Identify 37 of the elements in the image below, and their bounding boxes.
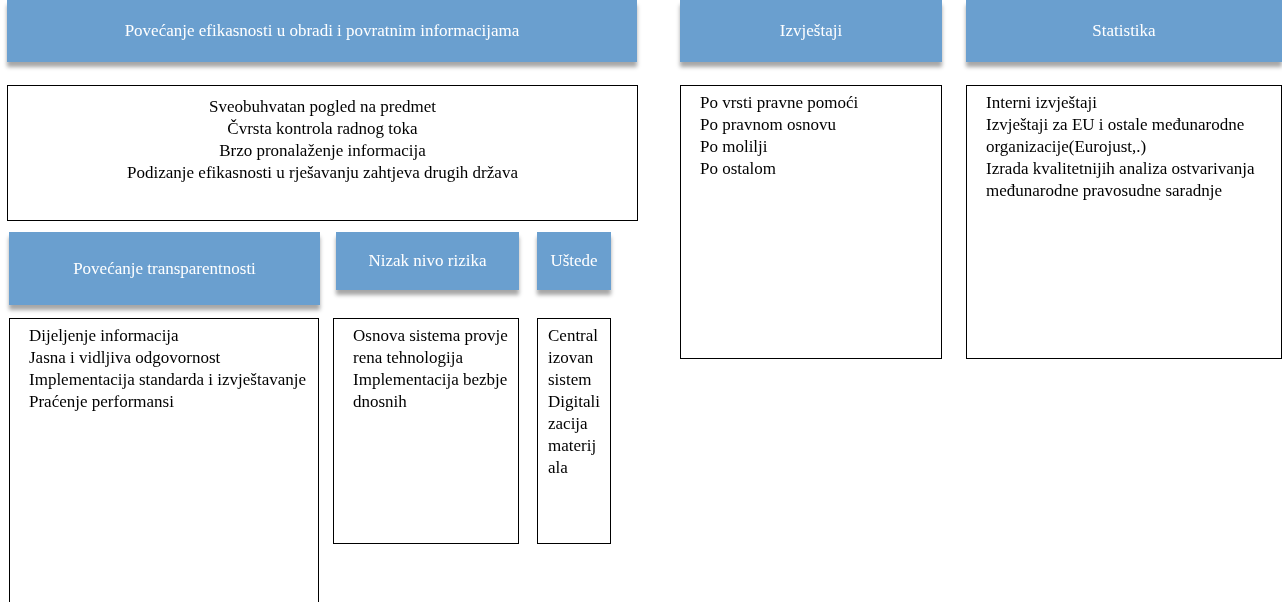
list-item: Osnova sistema provjerena tehnologija [353,325,509,369]
header-title: Nizak nivo rizika [368,250,487,272]
content-box [680,85,942,359]
header-bar [966,0,1282,62]
content-box [537,318,611,544]
list-item: Centralizovan sistem [548,325,600,391]
list-item: Jasna i vidljiva odgovornost [29,347,222,369]
list-item: Brzo pronalaženje informacija [218,140,427,162]
header-title: Povećanje efikasnosti u obradi i povratnim informacijama [124,20,520,42]
list-item: Podizanje efikasnosti u rješavanju zahtjeva drugih država [126,162,519,184]
list-item: Po vrsti pravne pomoći [700,92,860,114]
header-title: Uštede [550,250,598,272]
list-item: Implementacija standarda i izvještavanje [29,369,308,391]
list-item: Izvještaji za EU i ostale međunarodne organizacije(Eurojust,.) [986,114,1246,158]
content-box [9,318,319,602]
list-item: Sveobuhvatan pogled na predmet [207,96,438,118]
list-item: Po molilji [700,136,769,158]
content-box [966,85,1282,359]
list-item: Digitalizacija materijala [548,391,601,479]
list-item: Izrada kvalitetnijih analiza ostvarivanja međunarodne pravosudne saradnje [986,158,1256,202]
header-bar [680,0,942,62]
list-item: Čvrsta kontrola radnog toka [226,118,419,140]
header-bar [7,0,637,62]
header-bar [537,232,611,290]
list-item: Implementacija bezbjednosnih [353,369,509,413]
header-title: Izvještaji [779,20,843,42]
list-item: Interni izvještaji [986,92,1098,114]
header-title: Statistika [1092,20,1156,42]
list-item: Po ostalom [700,158,778,180]
header-bar [9,232,320,305]
list-item: Praćenje performansi [29,391,175,413]
list-item: Dijeljenje informacija [29,325,180,347]
content-box [333,318,519,544]
list-item: Po pravnom osnovu [700,114,837,136]
header-title: Povećanje transparentnosti [73,257,256,280]
header-bar [336,232,519,290]
content-box [7,85,638,221]
